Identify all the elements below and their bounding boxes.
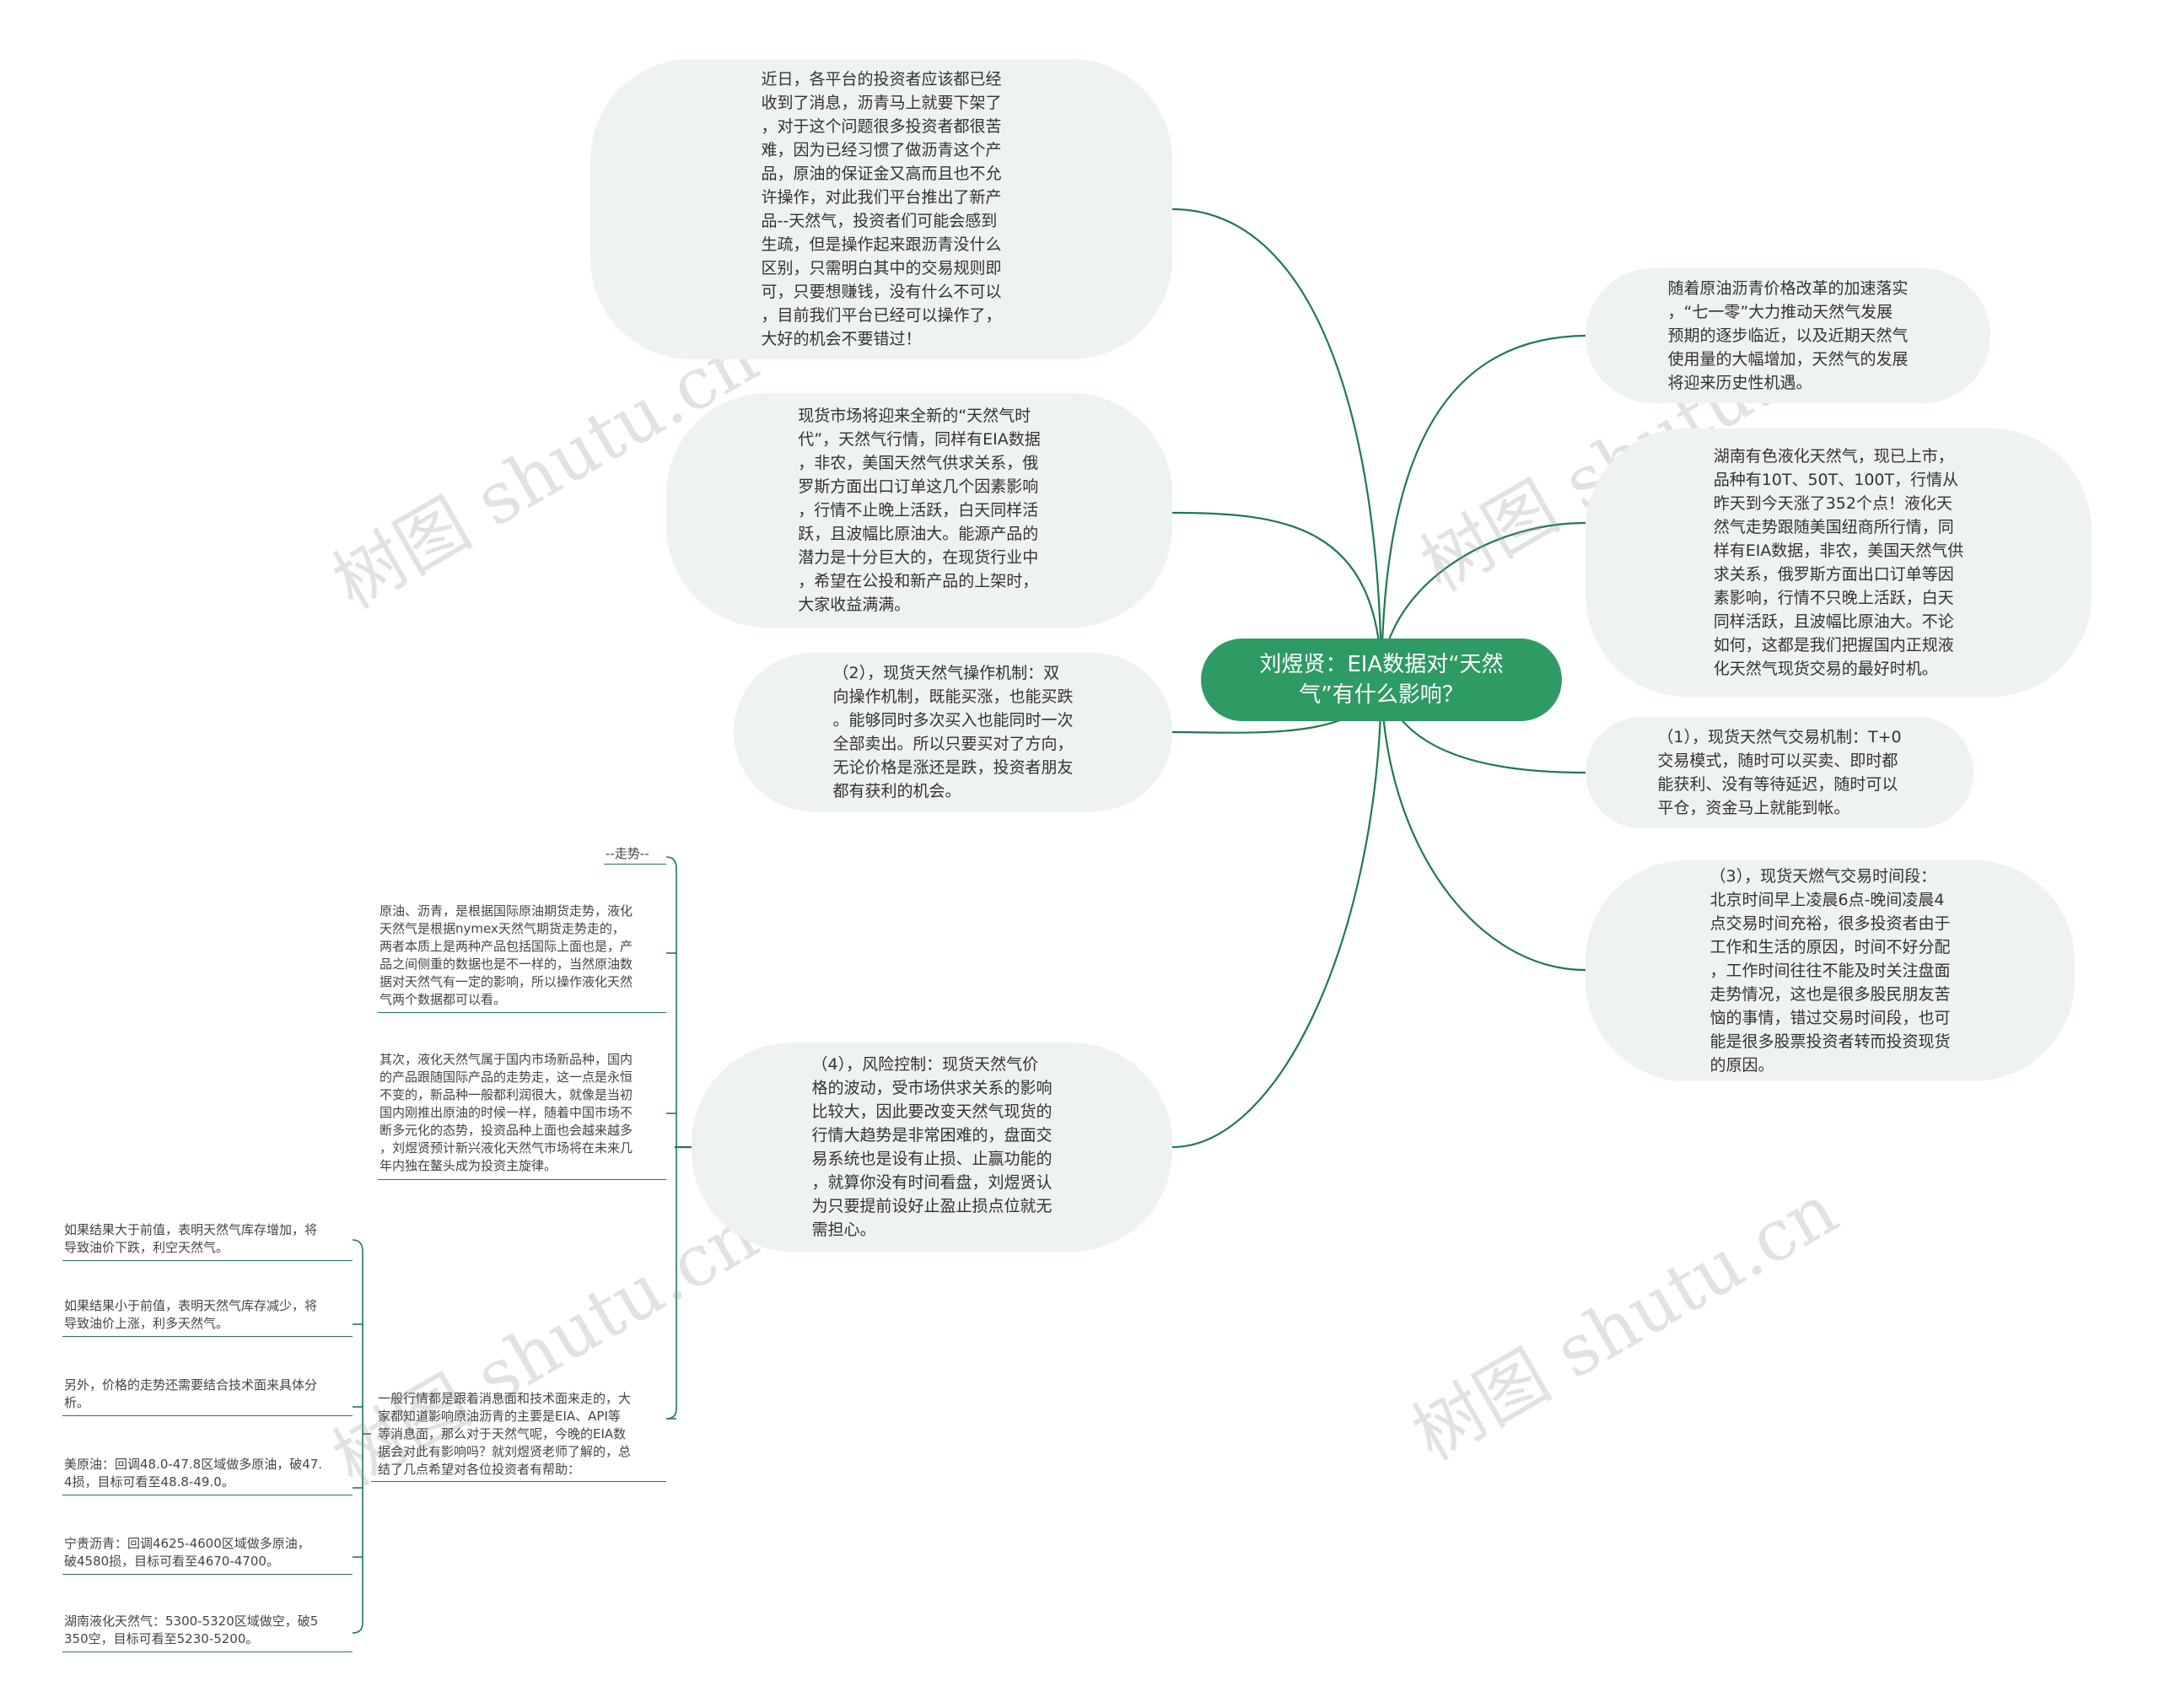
topic-text: 现货市场将迎来全新的“天然气时 代”，天然气行情，同样有EIA数据 ，非农，美国… — [798, 407, 1041, 614]
topic-node[interactable]: （4），风险控制：现货天然气价 格的波动，受市场供求关系的影响 比较大，因此要改… — [692, 1043, 1172, 1252]
root-node[interactable]: 刘煜贤：EIA数据对“天然 气”有什么影响？ — [1201, 638, 1562, 721]
trend-paragraph: 其次，液化天然气属于国内市场新品种，国内 的产品跟随国际产品的走势走，这一点是永… — [380, 1052, 633, 1173]
sub-item: 湖南液化天然气：5300-5320区域做空，破5 350空，目标可看至5230-… — [64, 1614, 319, 1646]
sub-item: 美原油：回调48.0-47.8区域做多原油，破47. 4损，目标可看至48.8-… — [64, 1457, 323, 1490]
root-label: 刘煜贤：EIA数据对“天然 气”有什么影响？ — [1259, 652, 1504, 708]
leaf-underline — [62, 1336, 353, 1337]
topic-node[interactable]: 随着原油沥青价格改革的加速落实 ，“七一零”大力推动天然气发展 预期的逐步临近，… — [1586, 268, 1990, 403]
topic-text: （1），现货天然气交易机制：T+0 交易模式，随时可以买卖、即时都 能获利、没有… — [1657, 728, 1902, 817]
leaf-underline — [378, 1012, 666, 1013]
leaf-underline — [62, 1415, 353, 1416]
sub-item: 如果结果大于前值，表明天然气库存增加，将 导致油价下跌，利空天然气。 — [64, 1222, 318, 1255]
sub-item: 另外，价格的走势还需要结合技术面来具体分 析。 — [64, 1377, 318, 1410]
leaf-underline — [604, 864, 666, 865]
leaf-underline — [378, 1179, 666, 1180]
leaf-underline — [371, 1481, 666, 1482]
trend-paragraph: 一般行情都是跟着消息面和技术面来走的，大 家都知道影响原油沥青的主要是EIA、A… — [378, 1391, 632, 1477]
leaf-underline — [62, 1574, 353, 1575]
topic-node[interactable]: 湖南有色液化天然气，现已上市， 品种有10T、50T、100T，行情从 昨天到今… — [1586, 428, 2092, 697]
topic-text: （2），现货天然气操作机制：双 向操作机制，既能买涨，也能买跌 。能够同时多次买… — [832, 664, 1074, 800]
topic-text: （3），现货天燃气交易时间段： 北京时间早上凌晨6点-晚间凌晨4 点交易时间充裕… — [1709, 867, 1951, 1075]
sub-item: 如果结果小于前值，表明天然气库存减少，将 导致油价上涨，利多天然气。 — [64, 1298, 318, 1331]
topic-node[interactable]: 现货市场将迎来全新的“天然气时 代”，天然气行情，同样有EIA数据 ，非农，美国… — [666, 393, 1172, 628]
trend-paragraph: 原油、沥青，是根据国际原油期货走势，液化 天然气是根据nymex天然气期货走势走… — [380, 903, 633, 1007]
topic-text: 近日，各平台的投资者应该都已经 收到了消息，沥青马上就要下架了 ，对于这个问题很… — [761, 70, 1002, 348]
topic-node[interactable]: （2），现货天然气操作机制：双 向操作机制，既能买涨，也能买跌 。能够同时多次买… — [734, 653, 1172, 811]
topic-text: 湖南有色液化天然气，现已上市， 品种有10T、50T、100T，行情从 昨天到今… — [1713, 447, 1964, 678]
topic-text: 随着原油沥青价格改革的加速落实 ，“七一零”大力推动天然气发展 预期的逐步临近，… — [1667, 279, 1909, 392]
trend-title: --走势-- — [606, 846, 649, 861]
topic-text: （4），风险控制：现货天然气价 格的波动，受市场供求关系的影响 比较大，因此要改… — [811, 1055, 1053, 1239]
topic-node[interactable]: （3），现货天燃气交易时间段： 北京时间早上凌晨6点-晚间凌晨4 点交易时间充裕… — [1586, 860, 2075, 1081]
sub-item: 宁贵沥青：回调4625-4600区域做多原油， 破4580损，目标可看至4670… — [64, 1536, 310, 1569]
leaf-underline — [62, 1260, 353, 1261]
topic-node[interactable]: （1），现货天然气交易机制：T+0 交易模式，随时可以买卖、即时都 能获利、没有… — [1586, 717, 1973, 828]
leaf-underline — [62, 1651, 353, 1652]
topic-node[interactable]: 近日，各平台的投资者应该都已经 收到了消息，沥青马上就要下架了 ，对于这个问题很… — [590, 59, 1172, 359]
